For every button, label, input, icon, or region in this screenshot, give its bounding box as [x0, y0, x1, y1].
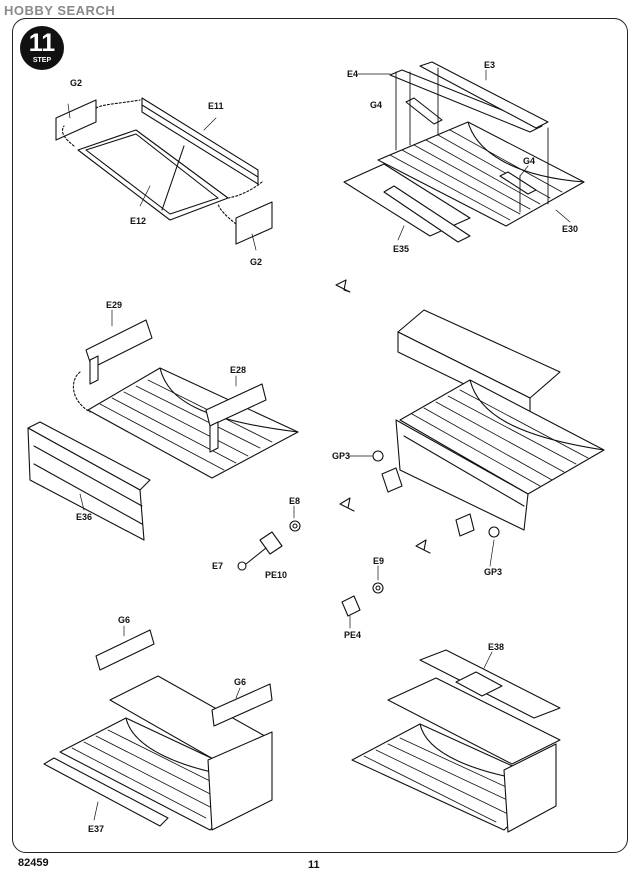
step-word: STEP: [32, 57, 52, 64]
label-pe4: PE4: [344, 630, 362, 640]
label-e28: E28: [230, 365, 247, 375]
kit-number: 82459: [18, 857, 49, 869]
subassembly-bed-canopy: [372, 309, 605, 538]
label-g4-left: G4: [370, 100, 383, 110]
subassembly-e8-pe10: [237, 520, 301, 571]
label-e4: E4: [347, 69, 359, 79]
label-e30: E30: [562, 224, 579, 234]
label-g6-left: G6: [118, 615, 131, 625]
label-e36: E36: [76, 512, 93, 522]
label-gp3-left: GP3: [332, 451, 351, 461]
label-g4-right: G4: [523, 156, 536, 166]
subassembly-bed-e30: [343, 61, 585, 243]
subassembly-bed-e36: [27, 319, 299, 541]
step-number: 11: [28, 29, 56, 57]
label-e3: E3: [484, 60, 496, 70]
sequence-arrows: [335, 279, 431, 554]
step-badge: 11 STEP: [20, 26, 64, 70]
label-e8: E8: [289, 496, 301, 506]
page-number: 11: [308, 859, 320, 871]
label-e11: E11: [208, 101, 224, 111]
label-pe10: PE10: [265, 570, 288, 580]
label-e35: E35: [393, 244, 410, 254]
label-g6-right: G6: [234, 677, 247, 687]
label-e37: E37: [88, 824, 105, 834]
label-e7: E7: [212, 561, 224, 571]
leader-lines: [67, 69, 571, 821]
subassembly-e9-pe4: [341, 582, 384, 617]
label-e38: E38: [488, 642, 505, 652]
label-e29: E29: [106, 300, 123, 310]
watermark: HOBBY SEARCH: [4, 3, 116, 18]
label-e12: E12: [130, 216, 147, 226]
label-g2-top: G2: [70, 78, 83, 88]
subassembly-e12-frame: [55, 97, 273, 245]
subassembly-bed-e38: [351, 649, 561, 833]
page-frame: [12, 18, 628, 853]
label-g2-bottom: G2: [250, 257, 263, 267]
subassembly-bed-e37: [43, 629, 273, 831]
label-gp3-right: GP3: [484, 567, 503, 577]
label-e9: E9: [373, 556, 385, 566]
